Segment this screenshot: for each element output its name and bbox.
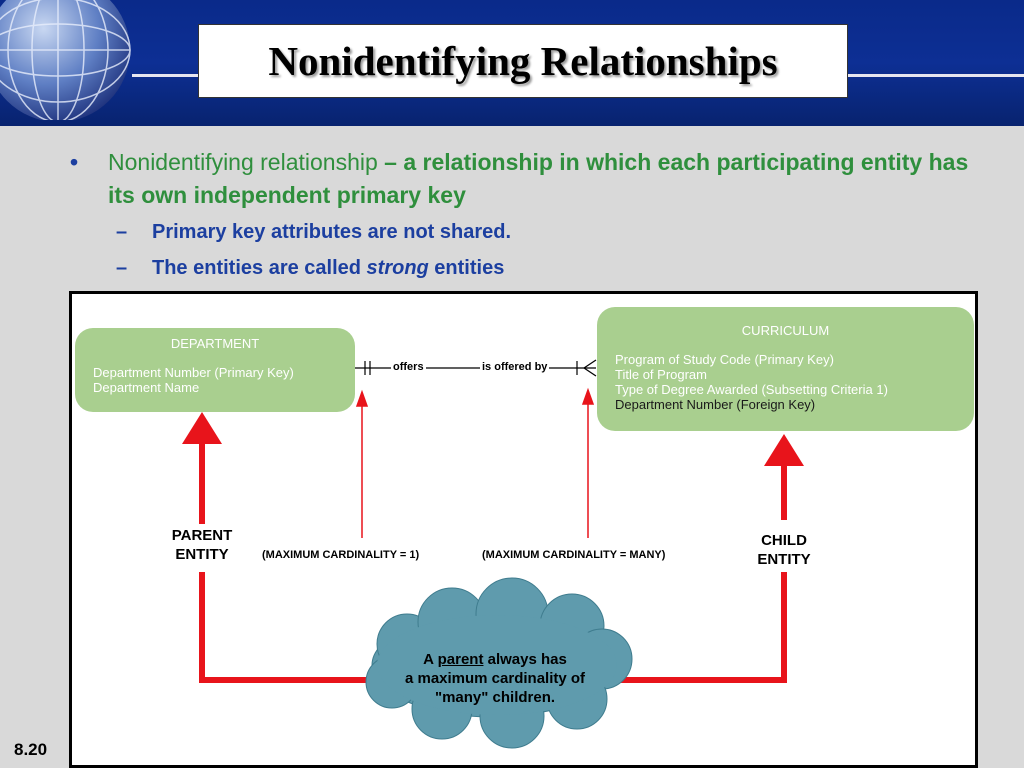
- department-entity-name: DEPARTMENT: [170, 336, 260, 351]
- bullet-dot: •: [70, 149, 79, 175]
- crows-foot-bottom: [583, 367, 597, 377]
- curriculum-entity: CURRICULUM Program of Study Code (Primar…: [597, 307, 974, 431]
- sub-bullet-2: – The entities are called strong entitie…: [116, 257, 505, 279]
- parent-arrow-head: [182, 412, 222, 444]
- child-connector: [617, 572, 787, 683]
- child-arrow-head: [764, 434, 804, 466]
- sub-bullet-1-text: Primary key attributes are not shared.: [152, 221, 512, 243]
- cardinality-one-label: (MAXIMUM CARDINALITY = 1): [262, 549, 420, 561]
- bullet-list: • Nonidentifying relationship – a relati…: [70, 146, 990, 284]
- sub-bullet-1: – Primary key attributes are not shared.: [116, 221, 512, 243]
- sub-bullet-2-tail: entities: [428, 257, 505, 279]
- child-arrow-shaft: [781, 466, 787, 520]
- bullet-definition: – a relationship in which each participa…: [108, 149, 969, 208]
- bullet-main: • Nonidentifying relationship – a relati…: [70, 146, 990, 212]
- relationship-label-forward: offers: [391, 361, 426, 373]
- curriculum-attribute: Title of Program: [615, 367, 707, 382]
- parent-arrow-shaft: [199, 444, 205, 524]
- crows-foot-top: [583, 359, 597, 369]
- er-diagram: DEPARTMENT Department Number (Primary Ke…: [69, 291, 978, 768]
- slide-number: 8.20: [14, 740, 48, 759]
- department-attribute: Department Number (Primary Key): [93, 365, 294, 380]
- curriculum-attribute: Program of Study Code (Primary Key): [615, 352, 834, 367]
- slide-title: Nonidentifying Relationships: [268, 38, 778, 84]
- cloud-annotation: A parent always has a maximum cardinalit…: [404, 651, 586, 706]
- child-entity-label: CHILD ENTITY: [757, 532, 811, 568]
- parent-connector: [199, 572, 372, 683]
- department-entity: DEPARTMENT Department Number (Primary Ke…: [75, 328, 355, 412]
- curriculum-attribute: Type of Degree Awarded (Subsetting Crite…: [615, 382, 888, 397]
- sub-bullet-2-text: The entities are called: [152, 257, 367, 279]
- relationship-label-reverse: is offered by: [480, 361, 550, 373]
- title-box: Nonidentifying Relationships: [198, 24, 848, 98]
- sub-bullet-2-emphasis: strong: [366, 257, 429, 279]
- curriculum-foreign-key: Department Number (Foreign Key): [615, 397, 816, 412]
- department-attribute: Department Name: [93, 380, 200, 395]
- cardinality-many-label: (MAXIMUM CARDINALITY = MANY): [482, 549, 666, 561]
- cloud-underlined-word: parent: [437, 651, 484, 668]
- bullet-term: Nonidentifying relationship: [108, 149, 378, 175]
- parent-entity-label: PARENT ENTITY: [171, 527, 233, 563]
- globe-icon: [0, 0, 132, 120]
- curriculum-entity-name: CURRICULUM: [741, 323, 830, 338]
